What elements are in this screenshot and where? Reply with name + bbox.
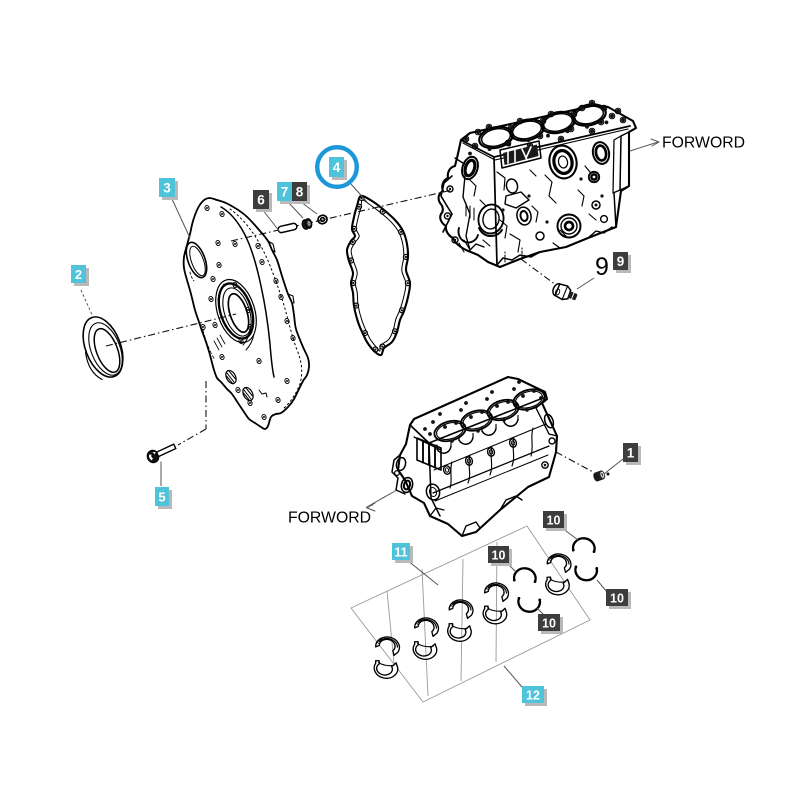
svg-text:4: 4 <box>333 160 341 175</box>
svg-text:FORWORD: FORWORD <box>288 510 371 527</box>
svg-text:FORWORD: FORWORD <box>662 135 745 152</box>
svg-text:12: 12 <box>526 688 540 702</box>
svg-text:11: 11 <box>394 545 407 559</box>
svg-text:10: 10 <box>610 591 624 605</box>
svg-text:7: 7 <box>281 184 289 199</box>
svg-text:9: 9 <box>595 253 609 281</box>
svg-text:5: 5 <box>158 489 165 504</box>
svg-text:3: 3 <box>163 180 171 195</box>
svg-text:10: 10 <box>547 513 561 527</box>
svg-text:10: 10 <box>492 548 506 562</box>
svg-text:2: 2 <box>75 267 82 282</box>
svg-text:8: 8 <box>296 184 304 199</box>
svg-text:10: 10 <box>542 616 556 630</box>
svg-text:9: 9 <box>617 254 625 269</box>
svg-text:1: 1 <box>627 445 635 460</box>
svg-text:6: 6 <box>257 192 265 207</box>
